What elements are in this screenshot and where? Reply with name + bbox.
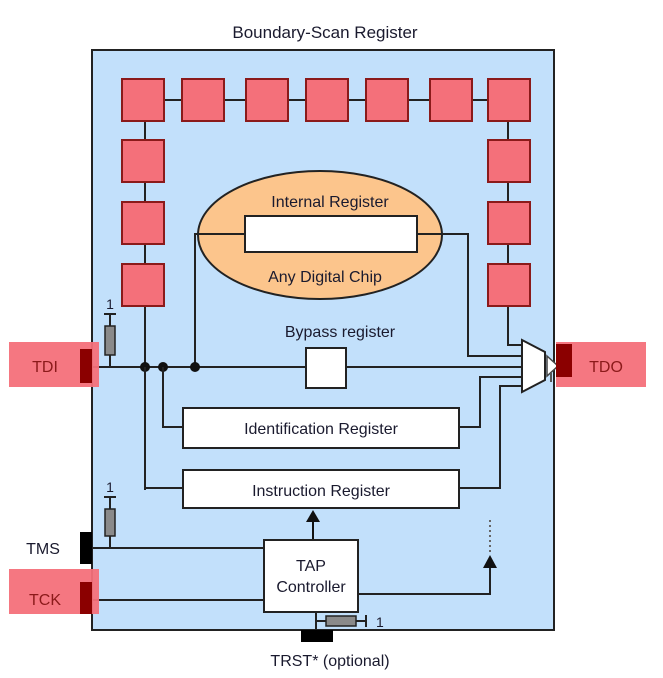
tdi-label: TDI bbox=[32, 359, 58, 376]
tdo-label: TDO bbox=[589, 359, 623, 376]
boundary-scan-cell bbox=[488, 202, 530, 244]
boundary-scan-cell bbox=[488, 79, 530, 121]
diagram-title: Boundary-Scan Register bbox=[232, 23, 418, 42]
trst-pin bbox=[301, 630, 333, 642]
internal-register-box bbox=[245, 216, 417, 252]
boundary-scan-cell bbox=[122, 202, 164, 244]
instruction-register-label: Instruction Register bbox=[252, 483, 391, 500]
boundary-scan-cell bbox=[182, 79, 224, 121]
junction-dot bbox=[190, 362, 200, 372]
boundary-scan-cell bbox=[430, 79, 472, 121]
tms-pullup-label: 1 bbox=[106, 479, 114, 495]
boundary-scan-cell bbox=[246, 79, 288, 121]
boundary-scan-cell bbox=[488, 140, 530, 182]
tdi-pullup-label: 1 bbox=[106, 296, 114, 312]
controller-label: Controller bbox=[276, 579, 346, 596]
boundary-scan-cell bbox=[488, 264, 530, 306]
tdi-pin bbox=[80, 349, 92, 383]
trst-pullup-label: 1 bbox=[376, 614, 384, 630]
boundary-cells-right bbox=[488, 140, 530, 306]
boundary-cells-top bbox=[122, 79, 530, 121]
tdo-pin bbox=[556, 344, 572, 377]
tck-label: TCK bbox=[29, 592, 61, 609]
any-digital-chip-label: Any Digital Chip bbox=[268, 269, 382, 286]
tap-controller-box bbox=[264, 540, 358, 612]
bypass-register-label: Bypass register bbox=[285, 324, 396, 341]
boundary-scan-cell bbox=[306, 79, 348, 121]
boundary-scan-cell bbox=[122, 140, 164, 182]
identification-register-label: Identification Register bbox=[244, 421, 399, 438]
tdi-pullup-resistor bbox=[105, 326, 115, 355]
trst-label: TRST* (optional) bbox=[270, 653, 389, 670]
tms-pullup-resistor bbox=[105, 509, 115, 536]
tck-pin bbox=[80, 582, 92, 614]
tms-pin bbox=[80, 532, 92, 564]
tap-label: TAP bbox=[296, 558, 326, 575]
boundary-scan-cell bbox=[122, 79, 164, 121]
boundary-scan-cell bbox=[122, 264, 164, 306]
boundary-scan-cell bbox=[366, 79, 408, 121]
boundary-cells-left bbox=[122, 140, 164, 306]
tms-label: TMS bbox=[26, 541, 60, 558]
internal-register-label: Internal Register bbox=[271, 194, 389, 211]
bypass-register-box bbox=[306, 348, 346, 388]
trst-pullup-resistor bbox=[326, 616, 356, 626]
